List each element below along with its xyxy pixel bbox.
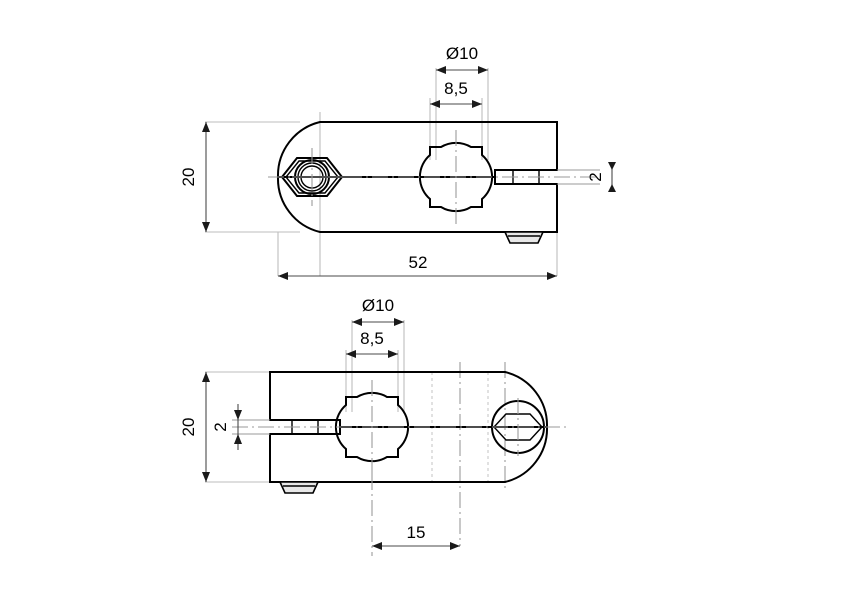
dia10-bottom-arrow-left — [352, 318, 362, 326]
screw-tab-body-b — [278, 481, 320, 494]
dimension-h20-bottom: 20 — [179, 372, 210, 482]
dia10-top-arrow-right — [478, 66, 488, 74]
h20-top-arrow-lower — [202, 222, 210, 232]
top-view-centerlines — [268, 130, 600, 224]
len52-top-arrow-left — [278, 272, 288, 280]
gap2-top-arrow-upper — [608, 162, 616, 170]
dimension-w85-top: 8,5 — [430, 79, 482, 108]
dimension-len15-bottom: 15 — [371, 474, 460, 556]
dimension-w85-bottom: 8,5 — [346, 329, 398, 358]
gap2-top-arrow-lower — [608, 184, 616, 192]
dimension-h20-top: 20 — [179, 122, 210, 232]
top-view-screw-tab — [503, 231, 545, 244]
screw-tab-body — [503, 231, 545, 244]
gap2-top-label: 2 — [586, 172, 605, 181]
bottom-view: Ø10 8,5 20 2 — [179, 296, 566, 556]
w85-top-arrow-right — [472, 100, 482, 108]
gap2-bottom-arrow-lower — [234, 434, 242, 444]
clamp-knob-outline — [418, 141, 494, 213]
dimension-dia10-bottom: Ø10 — [352, 296, 404, 326]
dia10-top-arrow-left — [436, 66, 446, 74]
dimension-gap2-top: 2 — [557, 162, 616, 192]
bottom-view-clamp-knob — [334, 391, 410, 463]
len52-top-label: 52 — [409, 253, 428, 272]
h20-top-arrow-upper — [202, 122, 210, 132]
hex-nut-inner-hex — [285, 160, 339, 194]
len52-top-arrow-right — [547, 272, 557, 280]
w85-top-arrow-left — [430, 100, 440, 108]
dimension-gap2-bottom: 2 — [211, 404, 270, 450]
w85-bottom-arrow-left — [346, 350, 356, 358]
h20-bottom-arrow-upper — [202, 372, 210, 382]
top-view-clamp-knob — [418, 141, 494, 213]
h20-top-label: 20 — [179, 168, 198, 187]
top-view-construction-lines — [205, 68, 558, 276]
w85-bottom-label: 8,5 — [360, 329, 384, 348]
dimension-dia10-top: Ø10 — [436, 44, 488, 74]
dia10-top-label: Ø10 — [446, 44, 478, 63]
w85-bottom-arrow-right — [388, 350, 398, 358]
clamp-knob-outline-b — [334, 391, 410, 463]
gap2-bottom-arrow-upper — [234, 410, 242, 420]
dia10-bottom-arrow-right — [394, 318, 404, 326]
len15-bottom-arrow-left — [372, 542, 382, 550]
w85-top-label: 8,5 — [444, 79, 468, 98]
len15-bottom-arrow-right — [450, 542, 460, 550]
bottom-view-screw-tab — [278, 481, 320, 494]
len15-bottom-label: 15 — [407, 523, 426, 542]
h20-bottom-label: 20 — [179, 418, 198, 437]
dia10-bottom-label: Ø10 — [362, 296, 394, 315]
top-view-lower-body — [276, 176, 558, 233]
gap2-bottom-label: 2 — [211, 422, 230, 431]
h20-bottom-arrow-lower — [202, 472, 210, 482]
top-view: Ø10 8,5 20 2 5 — [179, 44, 616, 280]
dimension-len52-top: 52 — [278, 253, 557, 280]
bottom-view-centerlines — [232, 380, 566, 474]
